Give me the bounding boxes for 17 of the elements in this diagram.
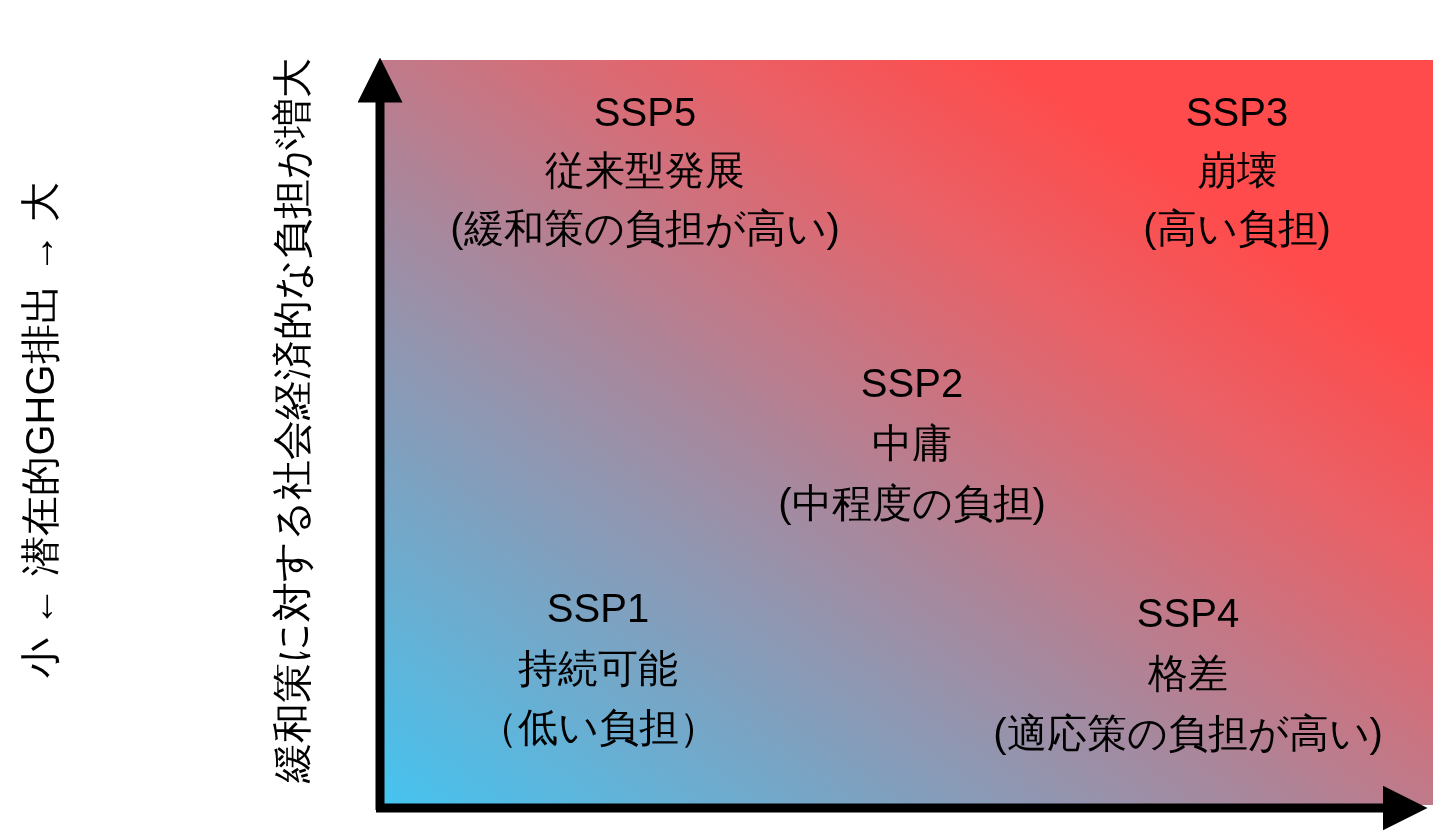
scenario-code: SSP5 [593, 90, 697, 134]
axis-title: 小 ← 潜在的GHG排出 → 大 [18, 182, 62, 678]
scenario-note: （低い負担） [477, 705, 719, 749]
scenario-note: (高い負担) [1143, 206, 1331, 250]
scenario-code: SSP1 [546, 586, 650, 630]
scenario-code: SSP3 [1185, 90, 1289, 134]
axis-title: 緩和策に対する社会経済的な負担が増大 [270, 57, 314, 783]
scenario-name: 持続可能 [518, 646, 678, 690]
scenario-code: SSP4 [1136, 591, 1240, 635]
scenario-code: SSP2 [860, 361, 964, 405]
scenario-name: 格差 [1148, 651, 1228, 695]
scenario-name: 従来型発展 [545, 148, 745, 192]
scenario-name: 崩壊 [1197, 148, 1277, 192]
scenario-name: 中庸 [872, 421, 952, 465]
scenario-note: (中程度の負担) [778, 481, 1046, 525]
scenario-note: (緩和策の負担が高い) [450, 206, 840, 250]
scenario-note: (適応策の負担が高い) [993, 711, 1383, 755]
